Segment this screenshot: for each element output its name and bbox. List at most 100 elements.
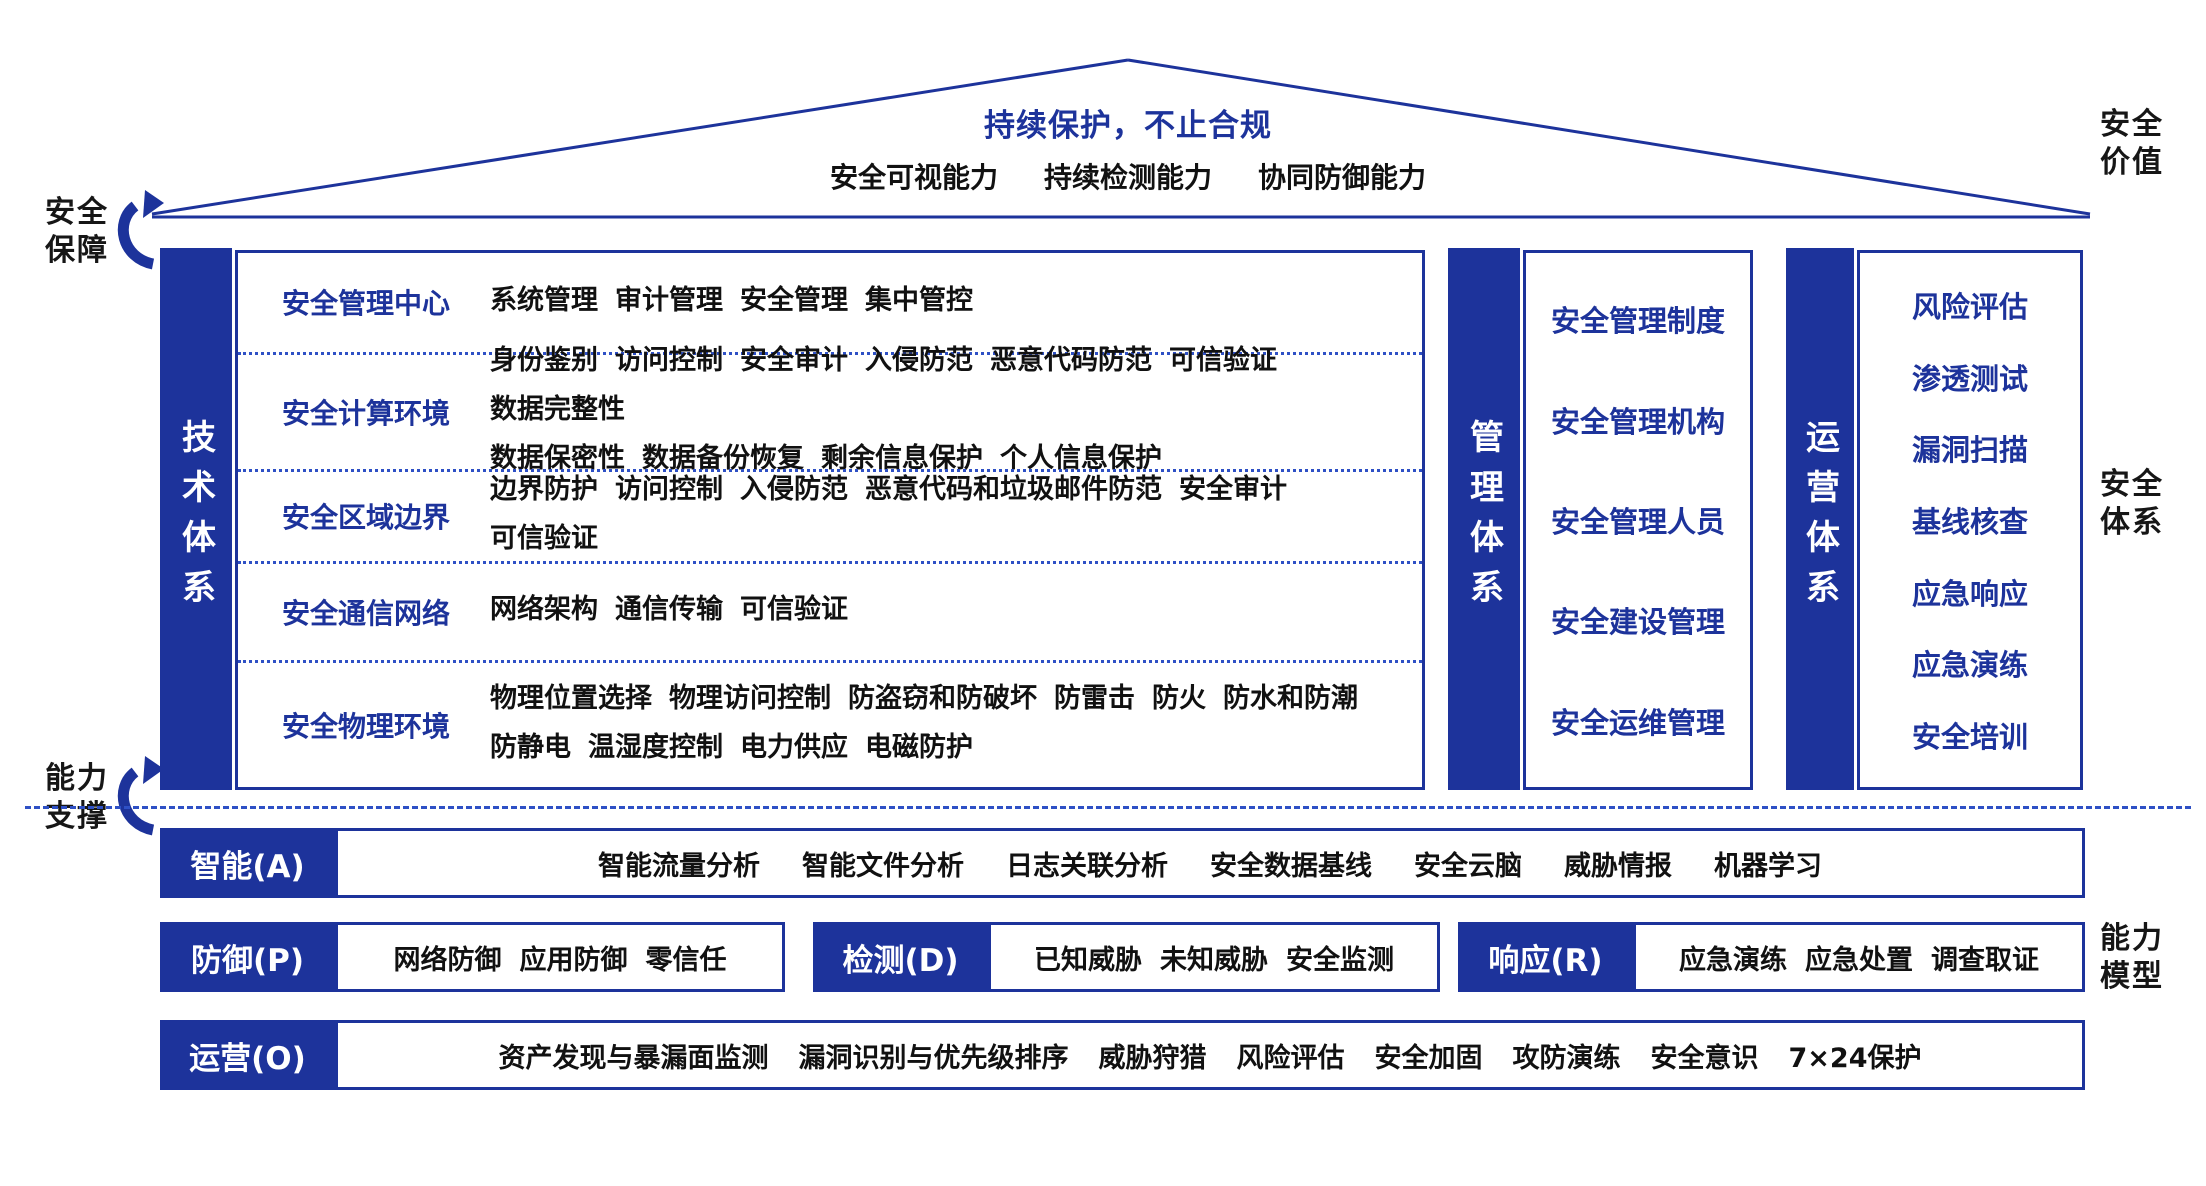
tech-system-bar-label: 技术体系 <box>175 419 216 619</box>
operation-item: 应急演练 <box>1911 648 2028 683</box>
tech-item: 防盗窃和防破坏 <box>848 683 1037 715</box>
operation-row-item: 安全加固 <box>1374 1042 1483 1074</box>
tech-item: 可信验证 <box>1169 345 1277 377</box>
management-item: 安全建设管理 <box>1550 605 1725 640</box>
tech-row-title: 安全管理中心 <box>282 287 451 321</box>
label-capability-support: 能力支撑 <box>45 761 109 834</box>
tech-system-box: 安全管理中心 系统管理审计管理安全管理集中管控 安全计算环境 身份鉴别访问控制安… <box>235 250 1425 790</box>
operation-item: 渗透测试 <box>1911 361 2028 396</box>
tech-item: 电磁防护 <box>865 732 973 764</box>
tech-row-computing-env: 安全计算环境 身份鉴别访问控制安全审计入侵防范恶意代码防范可信验证数据完整性 数… <box>238 345 1422 474</box>
tech-item: 访问控制 <box>615 474 723 506</box>
defense-item: 零信任 <box>645 944 727 976</box>
tech-row-items: 身份鉴别访问控制安全审计入侵防范恶意代码防范可信验证数据完整性 <box>490 338 1422 436</box>
tech-system-bar: 技术体系 <box>160 248 232 790</box>
tech-row-items: 防静电温湿度控制电力供应电磁防护 <box>490 725 1422 774</box>
curved-arrow-icon <box>117 190 164 270</box>
tech-item: 电力供应 <box>740 732 848 764</box>
intelligence-item: 日志关联分析 <box>1006 850 1168 882</box>
operation-item: 安全培训 <box>1911 720 2028 755</box>
tech-item: 审计管理 <box>615 284 723 316</box>
tech-item: 温湿度控制 <box>588 732 723 764</box>
operation-system-bar-label: 运营体系 <box>1799 419 1840 619</box>
intelligence-item: 威胁情报 <box>1564 850 1672 882</box>
defense-item: 应用防御 <box>519 944 628 976</box>
tech-item: 物理位置选择 <box>490 683 652 715</box>
tech-row-items: 边界防护访问控制入侵防范恶意代码和垃圾邮件防范安全审计可信验证 <box>490 467 1422 565</box>
tech-item: 防静电 <box>490 732 571 764</box>
tech-row-title: 安全通信网络 <box>282 596 451 630</box>
tech-item: 防雷击 <box>1054 683 1135 715</box>
operation-row-item: 7×24保护 <box>1788 1042 1922 1074</box>
tech-item: 防水和防潮 <box>1223 683 1358 715</box>
detection-items: 已知威胁未知威胁安全监测 <box>988 922 1440 992</box>
intelligence-item: 安全云脑 <box>1414 850 1522 882</box>
detection-item: 安全监测 <box>1286 944 1394 976</box>
management-item: 安全管理人员 <box>1550 504 1725 539</box>
management-item: 安全管理机构 <box>1550 404 1725 439</box>
roof-slogan: 持续保护，不止合规 <box>984 108 1272 144</box>
operation-row-items: 资产发现与暴漏面监测漏洞识别与优先级排序威胁狩猎风险评估安全加固攻防演练安全意识… <box>335 1020 2085 1090</box>
intelligence-item: 智能流量分析 <box>598 850 760 882</box>
operation-item: 基线核查 <box>1911 504 2028 539</box>
tech-row-items: 网络架构通信传输可信验证 <box>490 587 1422 636</box>
label-security-value: 安全价值 <box>2100 107 2164 180</box>
tech-row-management-center: 安全管理中心 系统管理审计管理安全管理集中管控 <box>238 253 1422 352</box>
tech-item: 系统管理 <box>490 284 598 316</box>
roof-capability-item: 协同防御能力 <box>1258 161 1427 194</box>
operation-row-item: 威胁狩猎 <box>1098 1042 1207 1074</box>
tech-row-comm-network: 安全通信网络 网络架构通信传输可信验证 <box>238 560 1422 661</box>
management-system-bar-label: 管理体系 <box>1463 419 1504 619</box>
tech-item: 集中管控 <box>865 284 973 316</box>
detection-item: 未知威胁 <box>1160 944 1268 976</box>
intelligence-label: 智能(A) <box>160 828 335 898</box>
tech-item: 数据完整性 <box>490 394 625 426</box>
tech-item: 可信验证 <box>740 594 848 626</box>
tech-item: 物理访问控制 <box>669 683 831 715</box>
roof-capabilities: 安全可视能力 持续检测能力 协同防御能力 <box>678 156 1578 196</box>
operation-row-item: 资产发现与暴漏面监测 <box>498 1042 769 1074</box>
tech-row-physical-env: 安全物理环境 物理位置选择物理访问控制防盗窃和防破坏防雷击防火防水和防潮 防静电… <box>238 660 1422 787</box>
response-items: 应急演练应急处置调查取证 <box>1633 922 2085 992</box>
roof-capability-item: 安全可视能力 <box>829 161 998 194</box>
tech-row-items: 系统管理审计管理安全管理集中管控 <box>490 278 1422 327</box>
tech-item: 入侵防范 <box>865 345 973 377</box>
tech-item: 安全审计 <box>1179 474 1287 506</box>
tech-item: 网络架构 <box>490 594 598 626</box>
operation-item: 漏洞扫描 <box>1911 433 2028 468</box>
operation-item: 风险评估 <box>1911 289 2028 324</box>
defense-item: 网络防御 <box>393 944 502 976</box>
management-system-bar: 管理体系 <box>1448 248 1520 790</box>
roof-capability-item: 持续检测能力 <box>1043 161 1212 194</box>
tech-row-area-boundary: 安全区域边界 边界防护访问控制入侵防范恶意代码和垃圾邮件防范安全审计可信验证 <box>238 468 1422 561</box>
operation-system-bar: 运营体系 <box>1786 248 1854 790</box>
operation-row-item: 攻防演练 <box>1512 1042 1621 1074</box>
intelligence-item: 智能文件分析 <box>802 850 964 882</box>
intelligence-item: 安全数据基线 <box>1210 850 1372 882</box>
operation-row-item: 风险评估 <box>1236 1042 1345 1074</box>
tech-item: 安全审计 <box>740 345 848 377</box>
detection-label: 检测(D) <box>813 922 988 992</box>
response-item: 应急演练 <box>1679 944 1787 976</box>
operation-row-item: 漏洞识别与优先级排序 <box>798 1042 1069 1074</box>
tech-item: 身份鉴别 <box>490 345 598 377</box>
tech-row-title: 安全计算环境 <box>282 396 451 430</box>
management-item: 安全运维管理 <box>1550 705 1725 740</box>
management-system-box: 安全管理制度安全管理机构安全管理人员安全建设管理安全运维管理 <box>1523 250 1753 790</box>
tech-item: 访问控制 <box>615 345 723 377</box>
intelligence-items: 智能流量分析 智能文件分析 日志关联分析 安全数据基线 安全云脑 威胁情报 机器学习 <box>335 828 2085 898</box>
tech-item: 边界防护 <box>490 474 598 506</box>
tech-item: 恶意代码防范 <box>990 345 1152 377</box>
label-capability-model: 能力模型 <box>2100 921 2164 994</box>
tech-item: 恶意代码和垃圾邮件防范 <box>865 474 1162 506</box>
tech-item: 通信传输 <box>615 594 723 626</box>
label-security-assurance: 安全保障 <box>45 195 109 268</box>
intelligence-item: 机器学习 <box>1714 850 1822 882</box>
tech-row-title: 安全物理环境 <box>282 710 451 744</box>
tech-row-items: 物理位置选择物理访问控制防盗窃和防破坏防雷击防火防水和防潮 <box>490 676 1422 725</box>
roof-outline <box>151 58 2091 219</box>
operation-row-label: 运营(O) <box>160 1020 335 1090</box>
defense-items: 网络防御应用防御零信任 <box>335 922 785 992</box>
tech-item: 入侵防范 <box>740 474 848 506</box>
